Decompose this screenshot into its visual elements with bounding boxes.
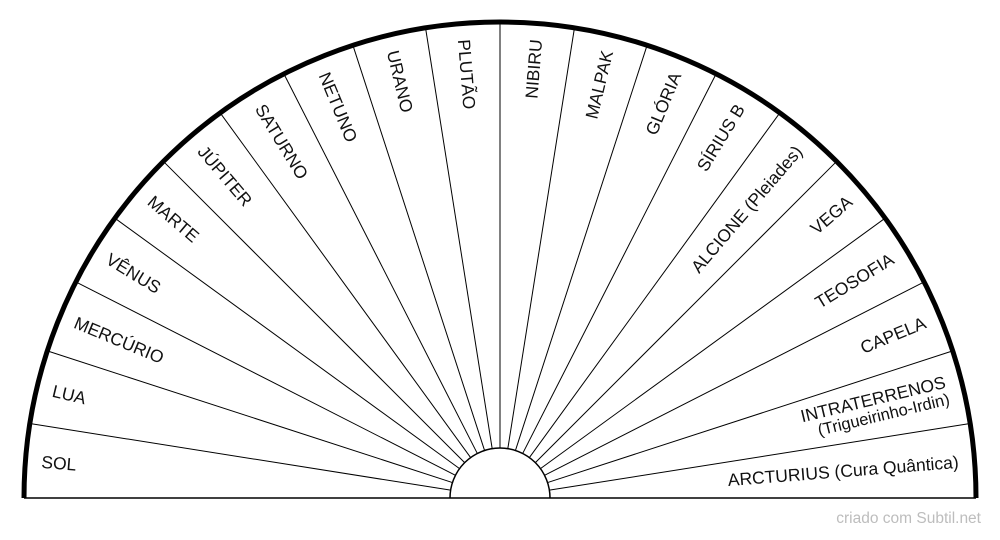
segment-divider [114,217,460,470]
segment-19: INTRATERRENOS(Trigueirinho-Irdin) [799,372,952,440]
segment-label: SOL [41,452,78,475]
segment-label: SATURNO [251,101,312,183]
segment-3: MERCÚRIO [71,312,167,368]
segment-17: TEOSOFIA [812,249,898,312]
segment-16: VEGA [806,191,856,238]
segment-6: JÚPITER [194,141,257,210]
segment-divider [549,423,971,491]
segment-13: GLÓRIA [641,69,686,138]
segment-label: GLÓRIA [641,69,686,138]
segment-label: JÚPITER [194,141,257,210]
segment-label: MERCÚRIO [71,312,167,368]
segment-divider [528,112,781,458]
credit-text: criado com Subtil.net [836,510,981,527]
segment-divider [547,350,953,484]
segment-5: MARTE [144,192,203,247]
center-hub [449,447,551,499]
segment-divider [29,423,451,491]
segment-divider [219,112,472,458]
segment-label: NETUNO [315,69,362,145]
segment-divider [47,350,453,484]
segment-10: PLUTÃO [454,39,480,110]
segment-divider [75,281,456,476]
segment-20: ARCTURIUS (Cura Quântica) [727,452,959,490]
segment-label: MALPAK [581,48,617,121]
segment-divider [522,73,717,454]
segment-label: ARCTURIUS (Cura Quântica) [727,452,959,490]
segment-divider [544,281,925,476]
segment-label: MARTE [144,192,203,247]
segment-divider [283,73,478,454]
segment-2: LUA [50,381,88,408]
segment-label: SÍRIUS B [693,101,749,175]
segment-8: NETUNO [315,69,362,145]
segment-7: SATURNO [251,101,312,183]
segment-label: VÊNUS [103,249,165,298]
segment-divider [535,161,837,463]
segment-label: LUA [50,381,88,408]
segment-divider [425,27,493,449]
outer-arc [21,19,979,499]
segment-label: PLUTÃO [454,39,480,110]
segment-divider [163,161,465,463]
segment-18: CAPELA [857,313,929,358]
segment-label: TEOSOFIA [812,249,898,312]
segment-11: NIBIRU [521,39,546,100]
segment-label: VEGA [806,191,856,238]
segment-12: MALPAK [581,48,617,121]
segment-divider [514,45,648,451]
segment-9: URANO [383,48,417,114]
segment-14: SÍRIUS B [693,101,749,175]
segment-label: NIBIRU [521,39,546,100]
segment-divider [540,217,886,470]
segment-label: CAPELA [857,313,929,358]
segment-4: VÊNUS [103,249,165,298]
segment-1: SOL [41,452,78,475]
segment-divider [507,27,575,449]
segment-dividers [29,22,971,491]
segment-label: URANO [383,48,417,114]
segment-divider [352,45,486,451]
